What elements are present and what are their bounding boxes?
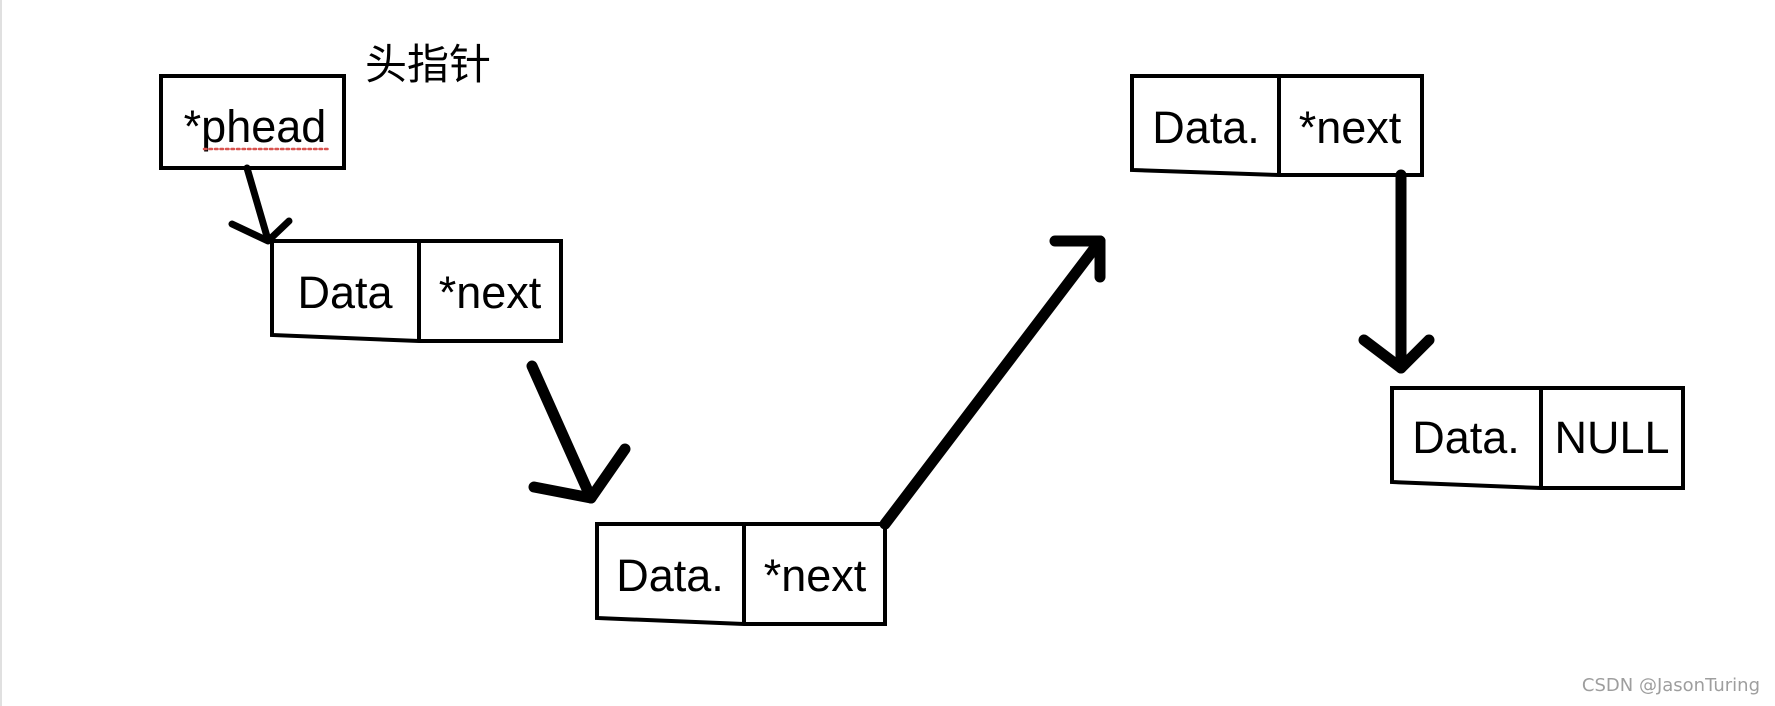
node-3-data-label: Data. [1152, 102, 1260, 153]
arrow-node-1-to-node-2 [526, 360, 631, 504]
node-4-data-label: Data. [1412, 412, 1520, 463]
node-2-data-label: Data. [616, 550, 724, 601]
head-pointer-box: *phead [159, 74, 346, 170]
node-2-next-label: *next [764, 550, 867, 601]
node-1: Data *next [270, 239, 563, 343]
arrow-head-to-node-1 [228, 164, 293, 245]
head-pointer-caption: 头指针 [365, 40, 491, 89]
node-1-data-label: Data [297, 267, 393, 318]
node-4: Data. NULL [1390, 386, 1685, 490]
head-pointer-label: *phead [184, 101, 327, 152]
node-3: Data. *next [1130, 74, 1424, 177]
arrow-node-3-to-node-4 [1358, 169, 1435, 374]
node-3-next-label: *next [1299, 102, 1402, 153]
node-2: Data. *next [595, 522, 887, 626]
arrow-node-2-to-node-3 [879, 235, 1106, 530]
watermark: CSDN @JasonTuring [1582, 675, 1760, 696]
node-1-next-label: *next [439, 267, 542, 318]
node-4-next-label: NULL [1554, 412, 1669, 463]
